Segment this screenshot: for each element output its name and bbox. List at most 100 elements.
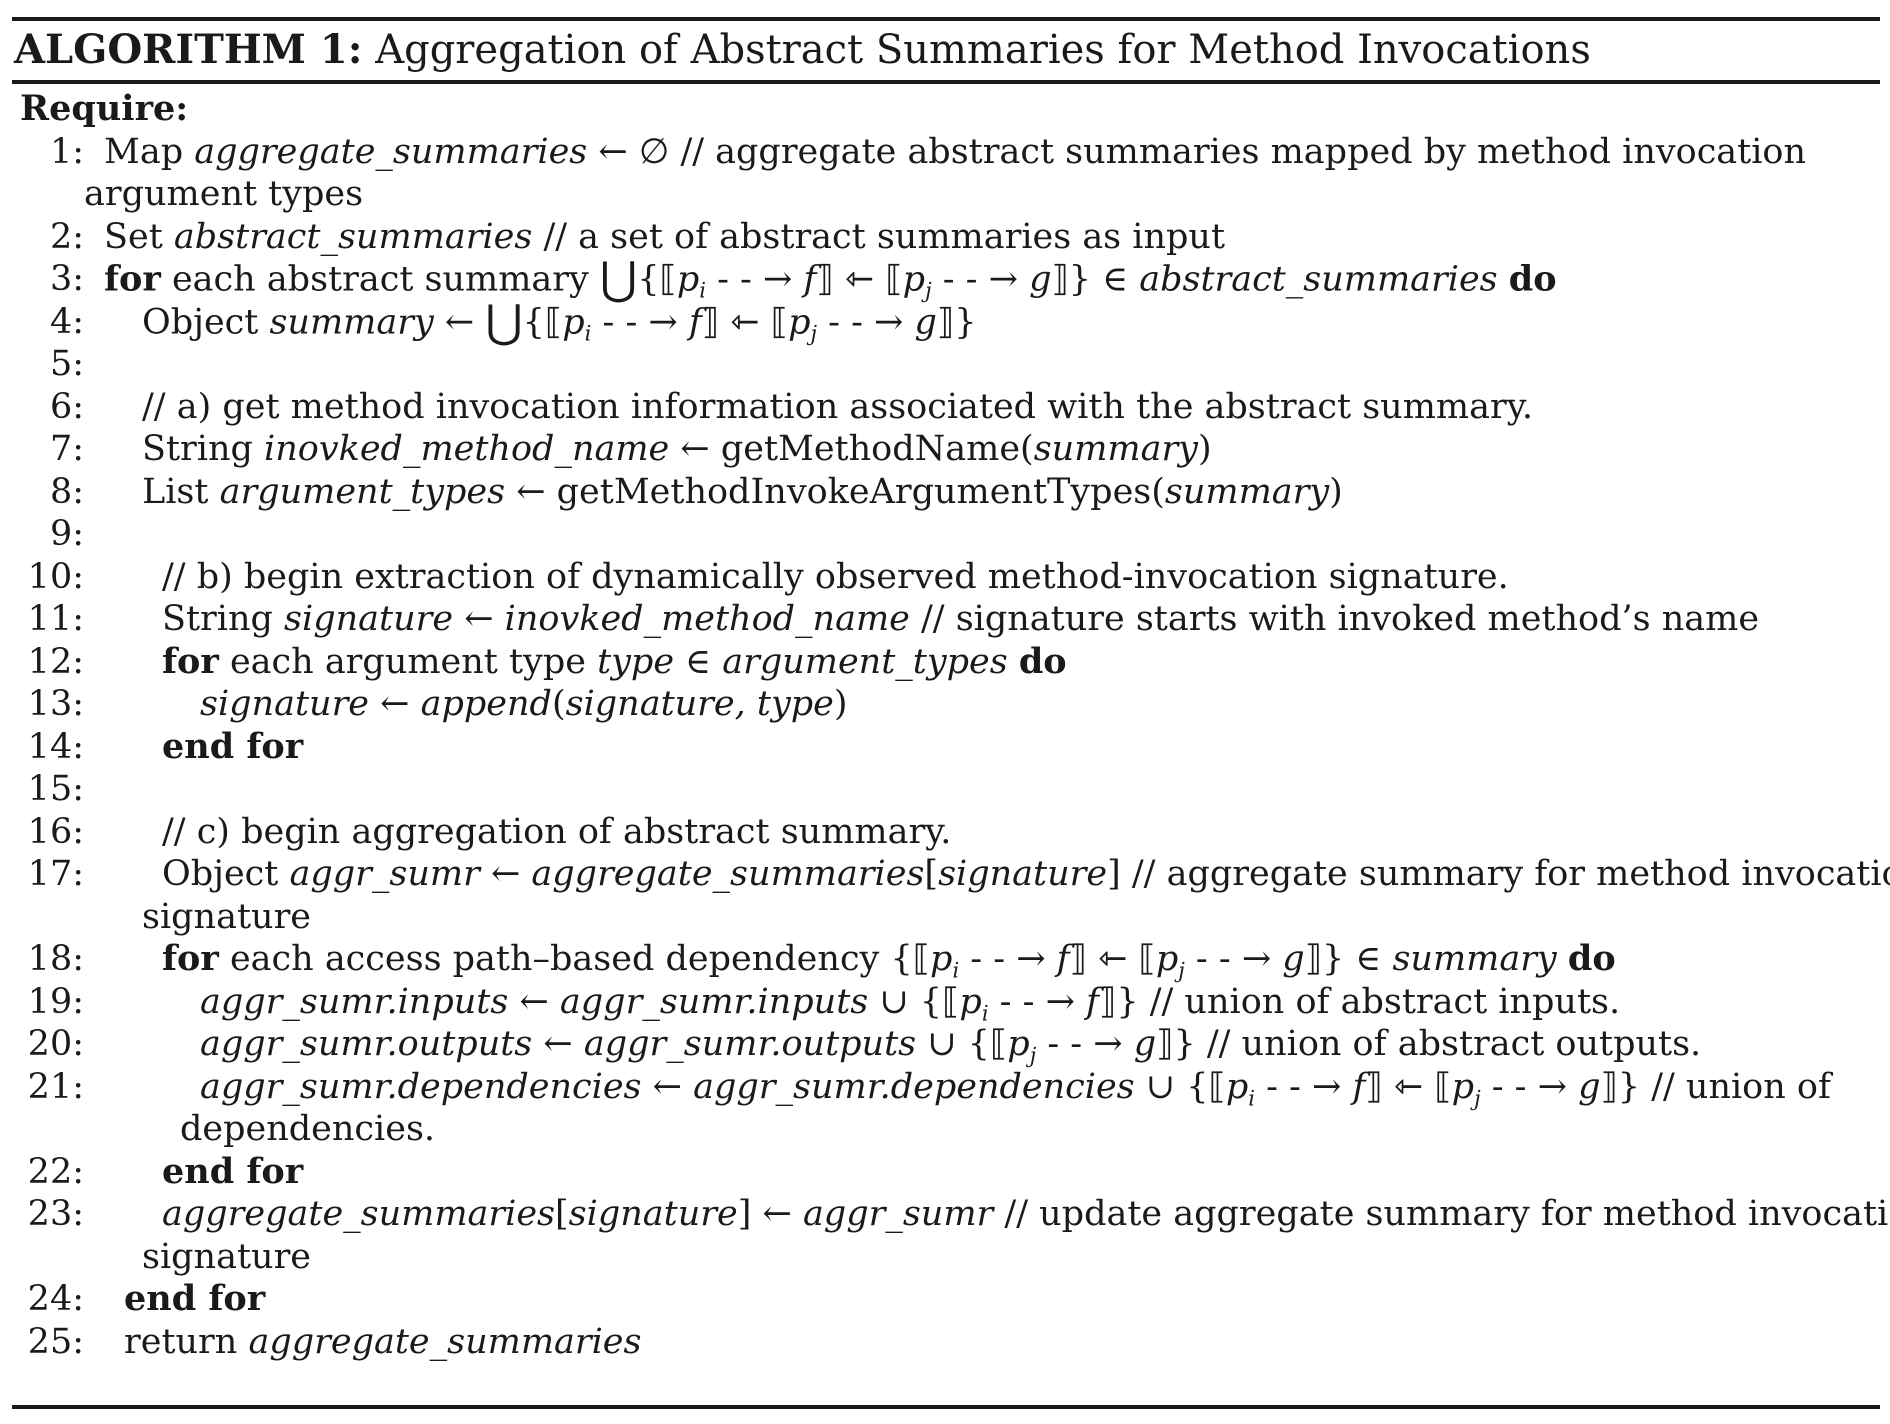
line-text <box>1498 259 1509 299</box>
line-text: {⟦ <box>637 259 677 300</box>
algorithm-line: end for <box>162 726 303 768</box>
variable: append <box>420 684 552 724</box>
algorithm-line: Map aggregate_summaries ← ∅ // aggregate… <box>104 131 1806 173</box>
line-text: ← <box>369 684 421 724</box>
line-text: ⋃ <box>485 294 523 348</box>
line-text: ⟧} ∈ <box>1304 939 1393 979</box>
line-text: return <box>124 1321 249 1362</box>
variable: p <box>1225 1066 1249 1107</box>
line-text: - - → <box>817 301 915 342</box>
line-text: ∈ <box>674 641 723 682</box>
line-text: ] // aggregate summary for method invoca… <box>1107 854 1890 894</box>
variable: signature <box>938 854 1108 894</box>
line-text: ) <box>833 684 848 724</box>
algorithm-line: return aggregate_summaries <box>124 1321 641 1363</box>
variable: abstract_summaries <box>1139 259 1498 300</box>
line-number: 19: <box>27 981 84 1022</box>
variable: summary <box>1392 939 1557 979</box>
algorithm-line: aggr_sumr.dependencies ← aggr_sumr.depen… <box>200 1066 1831 1119</box>
line-text: ⟧} <box>936 301 977 342</box>
variable: aggr_sumr <box>289 854 480 894</box>
algorithm-line-continuation: dependencies. <box>180 1109 436 1149</box>
line-text: Object <box>142 301 270 342</box>
line-text: - - → <box>1480 1066 1579 1107</box>
line-text: Set <box>104 216 174 257</box>
line-text: [ <box>924 854 939 894</box>
algorithm-line: aggregate_summaries[signature] ← aggr_su… <box>162 1193 1890 1235</box>
line-text: ) <box>1329 471 1343 512</box>
variable: signature, type <box>565 684 834 724</box>
variable: p <box>562 301 585 342</box>
variable: p <box>1451 1066 1475 1107</box>
line-text: each abstract summary <box>160 259 600 300</box>
variable: signature <box>200 684 370 724</box>
variable: p <box>788 301 811 342</box>
line-text: ∪ {⟦ <box>1134 1066 1226 1107</box>
variable: f <box>1056 939 1070 979</box>
line-text: - - → <box>591 301 689 342</box>
algorithm-line: for each access path–based dependency {⟦… <box>162 938 1616 991</box>
algorithm-line: Object summary ← ⋃{⟦pi - - → f⟧ ⇽ ⟦pj - … <box>142 298 977 355</box>
keyword: do <box>1508 258 1557 300</box>
variable: p <box>902 259 926 300</box>
line-number: 3: <box>49 259 84 299</box>
line-text: ← <box>641 1066 694 1107</box>
line-text: ⟧} ∈ <box>1051 259 1140 300</box>
line-text: ⟧} // union of abstract inputs. <box>1099 981 1621 1022</box>
line-text: // a set of abstract summaries as input <box>532 216 1226 257</box>
line-text: i <box>981 1000 989 1025</box>
algorithm-line: aggr_sumr.inputs ← aggr_sumr.inputs ∪ {⟦… <box>200 981 1620 1034</box>
algorithm-line: // a) get method invocation information … <box>142 386 1533 428</box>
line-text: ← ∅ // aggregate abstract summaries mapp… <box>587 131 1807 172</box>
line-text: j <box>810 321 817 346</box>
line-text: ← <box>532 1024 584 1064</box>
line-text: // signature starts with invoked method’… <box>909 599 1760 639</box>
variable: summary <box>269 301 434 342</box>
algorithm-line: // b) begin extraction of dynamically ob… <box>162 556 1509 598</box>
line-text: i <box>584 321 592 346</box>
line-text: String <box>142 429 265 469</box>
keyword: end for <box>162 725 304 767</box>
line-text: ⟧ ⇽ ⟦ <box>816 259 903 300</box>
line-text: i <box>952 958 960 983</box>
variable: signature <box>284 599 454 639</box>
line-text: ⟧ ⇽ ⟦ <box>701 301 789 342</box>
variable: g <box>914 301 937 342</box>
keyword: end for <box>124 1278 266 1319</box>
variable: aggregate_summaries <box>162 1194 556 1234</box>
line-text: each argument type <box>218 641 598 682</box>
line-text: ⋃ <box>599 252 638 305</box>
keyword: end for <box>162 1150 304 1192</box>
line-text: j <box>1474 1085 1481 1110</box>
variable: p <box>1007 1024 1030 1064</box>
line-text: ← getMethodName( <box>669 429 1034 469</box>
line-text: // c) begin aggregation of abstract summ… <box>162 811 952 852</box>
algorithm-line: for each argument type type ∈ argument_t… <box>162 641 1067 683</box>
line-number: 1: <box>49 131 84 172</box>
line-number: 22: <box>27 1151 84 1192</box>
line-text: String <box>162 599 285 639</box>
variable: argument_types <box>219 471 506 512</box>
line-text: ] ← <box>737 1194 803 1234</box>
line-text: - - → <box>1254 1066 1353 1107</box>
line-number: 15: <box>27 769 84 809</box>
line-number: 20: <box>27 1024 84 1064</box>
line-text: i <box>1248 1085 1255 1110</box>
variable: aggr_sumr.outputs <box>583 1024 917 1064</box>
title-rule <box>12 80 1880 84</box>
line-number: 24: <box>27 1279 84 1319</box>
line-text: - - → <box>1036 1024 1134 1064</box>
line-text: - - → <box>1184 939 1283 979</box>
variable: f <box>803 259 817 300</box>
variable: aggregate_summaries <box>531 854 925 894</box>
variable: argument_types <box>722 641 1008 682</box>
line-number: 6: <box>49 386 84 427</box>
variable: f <box>1086 981 1099 1022</box>
line-number: 21: <box>27 1066 84 1107</box>
require-label: Require: <box>20 88 189 129</box>
variable: aggr_sumr.inputs <box>559 981 869 1022</box>
line-text: - - → <box>988 981 1087 1022</box>
line-number: 5: <box>49 344 84 384</box>
variable: p <box>930 939 953 979</box>
line-text: ← <box>453 599 505 639</box>
